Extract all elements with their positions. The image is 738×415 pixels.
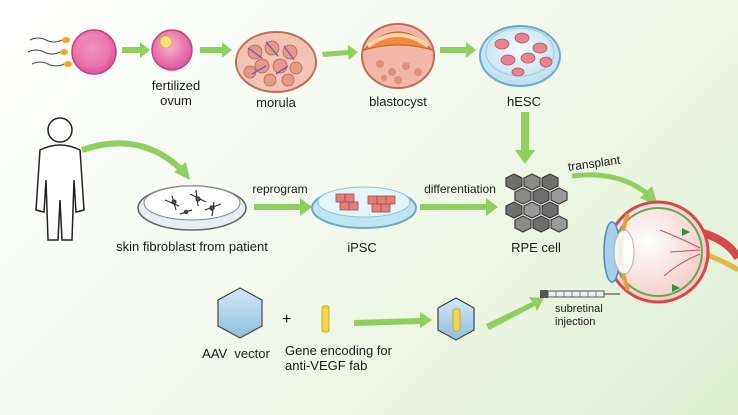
- fibroblast-dish-icon: [137, 185, 247, 231]
- hesc-dish-icon: [479, 25, 561, 87]
- arrow-reprogram: [254, 198, 312, 216]
- plus-sign: +: [282, 311, 292, 328]
- label-reprogram: reprogram: [252, 182, 308, 196]
- fertilized-ovum-icon: [151, 29, 193, 71]
- label-blastocyst: blastocyst: [369, 94, 427, 109]
- label-subretinal-injection-text: subretinal injection: [555, 303, 603, 328]
- label-aav-vector: AAV vector: [202, 346, 270, 361]
- aav-vector-icon: [217, 287, 263, 339]
- arrow-to-injection: [486, 297, 544, 330]
- label-gene-encoding-text: Gene encoding for anti-VEGF fab: [285, 343, 392, 373]
- human-silhouette-icon: [35, 117, 85, 241]
- label-hesc: hESC: [507, 94, 541, 109]
- arrow-transplant: [571, 172, 652, 198]
- label-rpe-cell: RPE cell: [511, 240, 561, 255]
- arrow-to-loaded-aav: [354, 312, 432, 328]
- eye-icon: [603, 200, 738, 304]
- arrow-2: [200, 42, 232, 58]
- label-differentiation: differentiation: [424, 182, 496, 196]
- arrow-differentiation: [420, 198, 498, 216]
- rpe-cell-icon: [505, 173, 568, 233]
- ovum-icon: [71, 29, 117, 75]
- blastocyst-icon: [361, 23, 435, 89]
- morula-icon: [235, 31, 317, 93]
- label-skin-fibroblast: skin fibroblast from patient: [116, 239, 268, 254]
- syringe-icon: [540, 290, 620, 298]
- label-ipsc: iPSC: [347, 240, 377, 255]
- ipsc-dish-icon: [311, 186, 417, 229]
- label-morula: morula: [256, 95, 296, 110]
- arrow-3: [322, 45, 358, 60]
- label-fertilized-ovum: fertilized ovum: [152, 78, 200, 108]
- sperm-cells-icon: [27, 37, 72, 67]
- label-subretinal-injection: subretinal injection: [555, 303, 603, 329]
- loaded-aav-icon: [437, 297, 475, 341]
- gene-bar-icon: [321, 305, 330, 333]
- label-aav-vector-text: AAV vector: [202, 346, 270, 361]
- arrow-human-to-dish: [81, 140, 185, 173]
- arrow-1: [122, 42, 150, 58]
- label-gene-encoding: Gene encoding for anti-VEGF fab: [285, 343, 392, 373]
- arrowhead-human: [174, 162, 190, 180]
- arrow-down: [515, 112, 535, 164]
- arrow-4: [440, 42, 476, 58]
- label-fertilized-ovum-text: fertilized ovum: [151, 78, 201, 108]
